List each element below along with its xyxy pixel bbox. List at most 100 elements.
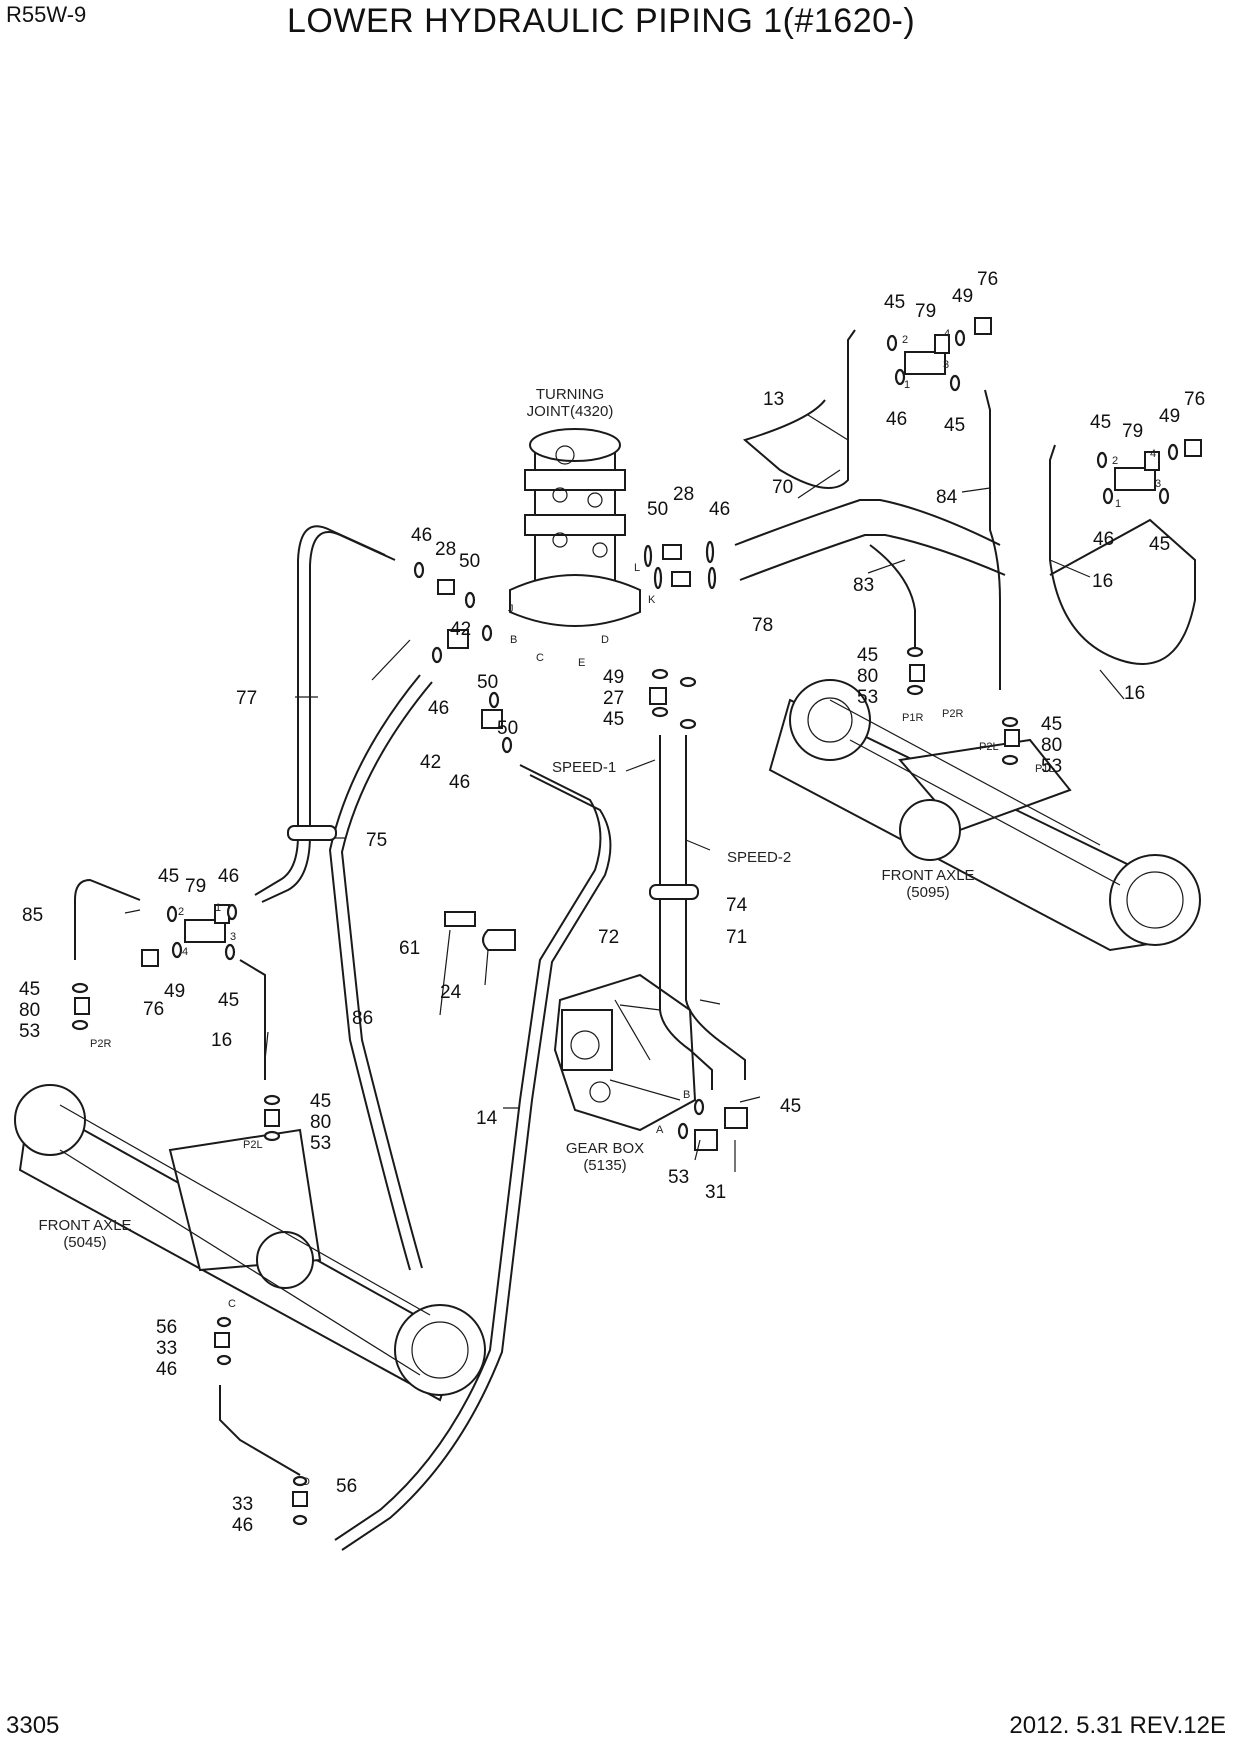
callout-80: 80 — [1041, 735, 1062, 756]
elbow-31-upper[interactable] — [724, 1107, 748, 1129]
port-J: J — [508, 603, 514, 615]
callout-50: 50 — [497, 718, 518, 739]
callout-79: 79 — [1122, 421, 1143, 442]
fitting-61[interactable] — [444, 911, 476, 927]
callout-42: 42 — [450, 619, 471, 640]
callout-76: 76 — [143, 999, 164, 1020]
front-axle-right[interactable] — [768, 679, 1201, 952]
clamp-75[interactable] — [287, 825, 337, 841]
callout-80: 80 — [310, 1112, 331, 1133]
hose-lower-left[interactable] — [219, 1385, 301, 1476]
callout-80: 80 — [857, 666, 878, 687]
callout-42: 42 — [420, 752, 441, 773]
hose-85[interactable] — [74, 878, 141, 960]
callout-53: 53 — [668, 1167, 689, 1188]
callout-45: 45 — [310, 1091, 331, 1112]
hose-70[interactable] — [734, 499, 1001, 546]
elbow-42-lower[interactable] — [481, 709, 503, 729]
port-P2L-left: P2L — [243, 1139, 263, 1151]
callout-45: 45 — [1041, 714, 1062, 735]
hose-83[interactable] — [869, 544, 916, 655]
hose-13[interactable] — [742, 329, 856, 489]
callout-46: 46 — [232, 1515, 253, 1536]
elbow-31-lower[interactable] — [694, 1129, 718, 1151]
turning-joint[interactable] — [509, 428, 641, 627]
callout-76: 76 — [977, 269, 998, 290]
callout-46: 46 — [709, 499, 730, 520]
adapter-28-lower[interactable] — [671, 571, 691, 587]
page-number: 3305 — [6, 1712, 60, 1739]
callout-28: 28 — [435, 539, 456, 560]
label-speed-1: SPEED-1 — [552, 759, 616, 776]
callout-49: 49 — [952, 286, 973, 307]
adapter-28-left[interactable] — [437, 579, 455, 595]
callout-31: 31 — [705, 1182, 726, 1203]
port-P2R-right: P2R — [942, 708, 963, 720]
callout-45: 45 — [19, 979, 40, 1000]
callout-53: 53 — [19, 1021, 40, 1042]
front-axle-left-label-line2: (5045) — [63, 1234, 106, 1251]
connector-27[interactable] — [649, 687, 667, 705]
tee-right-port-3: 3 — [1155, 478, 1161, 490]
hose-16-left[interactable] — [239, 959, 266, 1080]
callout-79: 79 — [185, 876, 206, 897]
port-D: D — [601, 634, 609, 646]
port-C: C — [536, 652, 544, 664]
callout-45: 45 — [884, 292, 905, 313]
adapter-28-upper[interactable] — [662, 544, 682, 560]
front-axle-left-label-line1: FRONT AXLE — [38, 1217, 131, 1234]
tee-79-left[interactable] — [184, 904, 230, 943]
clamp-74[interactable] — [649, 884, 699, 900]
callout-46: 46 — [886, 409, 907, 430]
hose-71-speed-2[interactable] — [685, 735, 746, 1080]
tee-top-port-3: 3 — [943, 359, 949, 371]
callout-45: 45 — [780, 1096, 801, 1117]
hose-72-speed-1[interactable] — [659, 735, 713, 1090]
callout-13: 13 — [763, 389, 784, 410]
callout-45: 45 — [1149, 534, 1170, 555]
callout-49: 49 — [603, 667, 624, 688]
clamp-24[interactable] — [482, 929, 516, 951]
hose-84[interactable] — [984, 389, 1001, 690]
o-rings — [71, 329, 1179, 1526]
plug-76-left[interactable] — [141, 949, 159, 967]
plug-76-right[interactable] — [1184, 439, 1202, 457]
callout-33: 33 — [232, 1494, 253, 1515]
connector-33-lower[interactable] — [292, 1491, 308, 1507]
port-P1L: P1L — [1035, 763, 1055, 775]
callout-49: 49 — [1159, 406, 1180, 427]
gear-box[interactable] — [553, 973, 697, 1132]
connector-80-right-lower[interactable] — [1004, 729, 1020, 747]
tee-left-port-1: 1 — [215, 902, 221, 914]
callout-28: 28 — [673, 484, 694, 505]
connector-80-left[interactable] — [74, 997, 90, 1015]
hose-86[interactable] — [328, 674, 421, 1271]
elbow-42-upper[interactable] — [447, 629, 469, 649]
callout-45: 45 — [1090, 412, 1111, 433]
tee-top-port-4: 4 — [944, 328, 950, 340]
hose-14[interactable] — [334, 764, 602, 1541]
part-callouts: 45 79 49 76 46 45 13 45 79 49 76 46 45 8… — [19, 269, 1205, 1536]
label-speed-2: SPEED-2 — [727, 849, 791, 866]
callout-53: 53 — [1041, 756, 1062, 777]
callout-61: 61 — [399, 938, 420, 959]
connector-33-upper[interactable] — [214, 1332, 230, 1348]
tee-79-top[interactable] — [904, 334, 950, 375]
callout-27: 27 — [603, 688, 624, 709]
plug-76-top[interactable] — [974, 317, 992, 335]
turning-joint-label-line2: JOINT(4320) — [527, 403, 614, 420]
connector-80-right-upper[interactable] — [909, 664, 925, 682]
callout-16: 16 — [1124, 683, 1145, 704]
hose-16-right[interactable] — [1049, 444, 1196, 665]
callout-45: 45 — [218, 990, 239, 1011]
tee-79-right[interactable] — [1114, 451, 1160, 491]
callout-79: 79 — [915, 301, 936, 322]
callout-50: 50 — [459, 551, 480, 572]
tee-top-port-2: 2 — [902, 334, 908, 346]
callout-56: 56 — [156, 1317, 177, 1338]
callout-33: 33 — [156, 1338, 177, 1359]
front-axle-left[interactable] — [14, 1084, 486, 1402]
connector-80-left-lower[interactable] — [264, 1109, 280, 1127]
callout-46: 46 — [218, 866, 239, 887]
hose-77[interactable] — [254, 525, 386, 896]
